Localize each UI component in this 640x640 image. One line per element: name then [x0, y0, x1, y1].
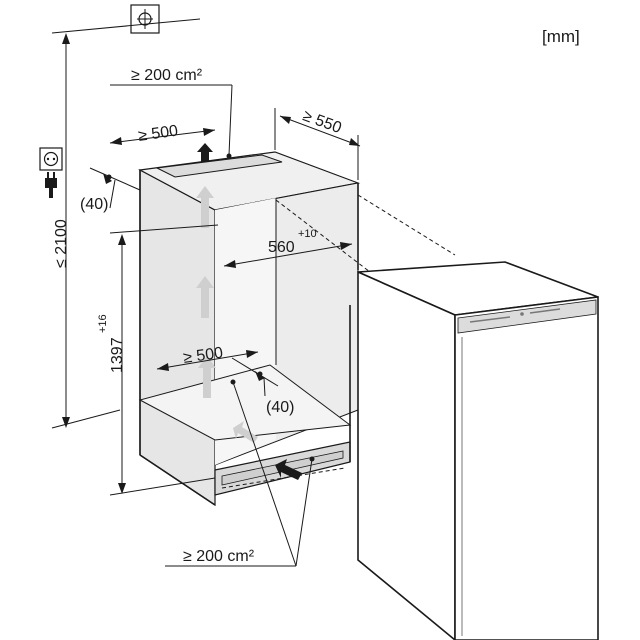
- niche-height-superscript: +16: [97, 314, 109, 333]
- airflow-arrow-plinth: [275, 459, 302, 480]
- airflow-arrows: [196, 143, 302, 480]
- appliance-side: [357, 270, 456, 640]
- top-gap-dimension: (40): [80, 167, 141, 213]
- airflow-arrow-mid-wall: [196, 276, 214, 318]
- bottom-vent-dimension: ≥ 200 cm²: [165, 379, 315, 567]
- airflow-arrow-lower-wall: [198, 356, 216, 398]
- depth-bottom-dimension: ≥ 500: [156, 345, 259, 371]
- depth-bottom-label: ≥ 500: [182, 345, 224, 367]
- niche-top-vent-slot: [155, 154, 283, 178]
- niche-height-dimension: 1397 +16: [97, 224, 219, 496]
- appliance-control-panel: [457, 299, 597, 334]
- niche-depth-label: ≥ 550: [300, 107, 343, 137]
- niche-cabinet: [138, 151, 361, 507]
- total-height-label: ≤ 2100: [53, 219, 70, 268]
- unit-label: [mm]: [542, 27, 580, 46]
- top-vent-dimension: ≥ 200 cm²: [110, 67, 233, 159]
- mounting-reference-icon: [130, 4, 160, 34]
- bottom-gap-label: (40): [266, 399, 294, 416]
- niche-height-label: 1397: [109, 337, 126, 373]
- bottom-vent-area-label: ≥ 200 cm²: [183, 548, 255, 565]
- niche-width-dimension: 560 +10: [223, 228, 353, 268]
- power-socket-icon: [39, 147, 63, 171]
- refrigerator-appliance: [357, 261, 599, 640]
- depth-top-dimension: ≥ 500: [109, 123, 216, 145]
- power-plug-icon: [45, 172, 57, 198]
- top-gap-label: (40): [80, 196, 108, 213]
- appliance-door: [454, 296, 599, 640]
- total-height-dimension: ≤ 2100: [51, 18, 201, 429]
- niche-width-superscript: +10: [298, 228, 317, 240]
- airflow-arrow-upper-wall: [196, 186, 214, 228]
- niche-width-label: 560: [268, 239, 295, 256]
- depth-top-label: ≥ 500: [137, 123, 179, 145]
- airflow-arrow-top: [197, 143, 213, 162]
- bottom-gap-dimension: (40): [231, 357, 294, 416]
- top-vent-area-label: ≥ 200 cm²: [131, 67, 203, 84]
